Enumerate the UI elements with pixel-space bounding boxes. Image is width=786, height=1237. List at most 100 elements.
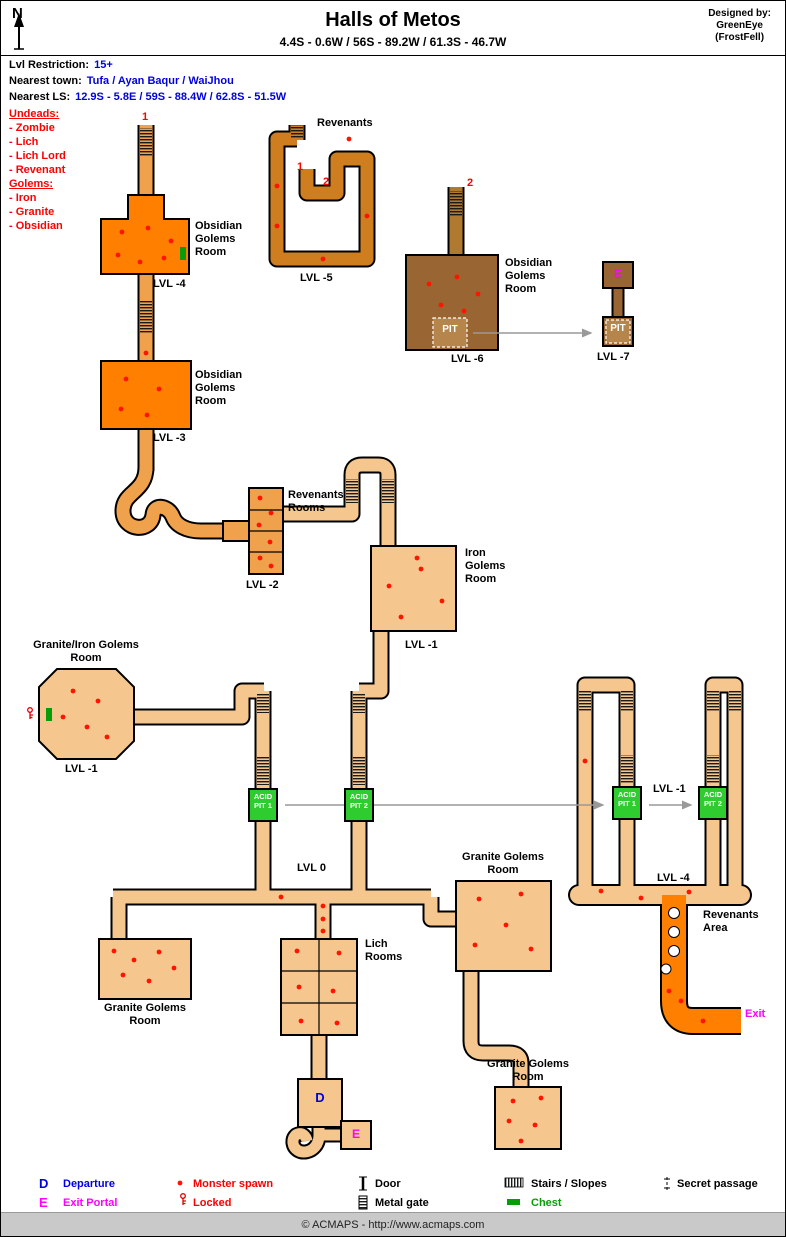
lvl-restriction-value: 15+ xyxy=(94,59,113,71)
label-lvl-1-right: LVL -1 xyxy=(653,783,686,795)
pit-lvl7-box xyxy=(605,319,631,344)
chest-icon xyxy=(180,247,186,260)
label-acid-pit-1-mid: ACID PIT 1 xyxy=(253,792,273,810)
label-revenants-rooms: Revenants Rooms xyxy=(288,489,344,514)
legend-stairs-label: Stairs / Slopes xyxy=(531,1178,607,1190)
acid-pit-2-right-box xyxy=(698,786,728,820)
legend-secret-passage-label: Secret passage xyxy=(677,1178,758,1190)
label-lvl-2: LVL -2 xyxy=(246,579,279,591)
legend-metal-gate-label: Metal gate xyxy=(375,1197,429,1209)
room-granite-iron-golems xyxy=(38,668,135,760)
pit-boxes xyxy=(432,317,631,348)
chest-icons xyxy=(46,247,186,721)
room-iron-golems xyxy=(370,545,457,632)
label-lvl-1-left: LVL -1 xyxy=(65,763,98,775)
door-icon-caps xyxy=(359,1176,367,1191)
label-lvl-3: LVL -3 xyxy=(153,432,186,444)
label-exit: Exit xyxy=(745,1008,766,1020)
label-lich-rooms: Lich Rooms xyxy=(365,938,403,963)
monster-list-item: - Granite xyxy=(9,206,55,218)
designed-by-label: Designed by: xyxy=(708,8,771,19)
label-revenants-lvl5: Revenants xyxy=(317,117,373,129)
legend-chest-label: Chest xyxy=(531,1197,562,1209)
copyright-footer: © ACMAPS - http://www.acmaps.com xyxy=(1,1212,785,1236)
label-obsidian-golems-lvl3: Obsidian Golems Room xyxy=(195,369,243,407)
label-pit-lvl6: PIT xyxy=(442,324,458,335)
connection-marker-1: 1 xyxy=(142,111,149,123)
stairs-marks xyxy=(140,125,741,785)
pit-holes xyxy=(660,907,680,975)
label-revenants-area: Revenants Area xyxy=(703,909,759,934)
monster-list-item: - Obsidian xyxy=(9,220,63,232)
room-inner-walls xyxy=(249,509,357,1035)
label-acid-pit-2-mid: ACID PIT 2 xyxy=(349,792,369,810)
nearest-town-value: Tufa / Ayan Baqur / WaiJhou xyxy=(86,75,234,87)
designer-credit: Designed by: GreenEye (FrostFell) xyxy=(708,8,771,44)
label-lvl-7: LVL -7 xyxy=(597,351,630,363)
room-departure xyxy=(297,1078,343,1128)
lvl-restriction-label: Lvl Restriction: xyxy=(9,59,90,71)
chest-icon xyxy=(507,1199,520,1205)
golems-title: Golems: xyxy=(9,178,54,190)
monster-list-item: - Lich Lord xyxy=(9,150,66,162)
nearest-town-label: Nearest town: xyxy=(9,75,82,87)
legend-door-label: Door xyxy=(375,1178,401,1190)
label-lvl-4: LVL -4 xyxy=(153,278,186,290)
designer-server: (FrostFell) xyxy=(715,32,765,43)
monster-list-item: - Zombie xyxy=(9,122,55,134)
legend-e-symbol: E xyxy=(39,1195,48,1210)
monster-spawn-icon xyxy=(177,1180,183,1186)
monster-list-item: - Revenant xyxy=(9,164,66,176)
nearest-ls-label: Nearest LS: xyxy=(9,91,71,103)
label-obsidian-golems-lvl6: Obsidian Golems Room xyxy=(505,257,553,295)
connection-marker-2-spiral: 2 xyxy=(323,176,330,188)
room-granite-golems-southeast xyxy=(494,1086,562,1150)
label-granite-golems-southeast: Granite Golems Room xyxy=(487,1058,569,1083)
legend-locked-label: Locked xyxy=(193,1197,232,1209)
monster-list-item: - Iron xyxy=(9,192,37,204)
label-granite-iron-golems-room: Granite/Iron Golems Room xyxy=(33,639,139,664)
departure-marker: D xyxy=(315,1090,325,1105)
legend-d-symbol: D xyxy=(39,1176,49,1191)
page-title: Halls of Metos xyxy=(325,9,461,31)
acid-pit-boxes xyxy=(248,786,728,822)
pit-lvl6-box xyxy=(432,317,468,348)
header-divider xyxy=(1,55,785,56)
teleport-arrows xyxy=(285,328,693,810)
nearest-ls-line: Nearest LS:12.9S - 5.8E / 59S - 88.4W / … xyxy=(9,91,286,103)
nearest-town-line: Nearest town: Tufa / Ayan Baqur / WaiJhou xyxy=(9,75,234,87)
room-exit-portal-main xyxy=(340,1120,372,1150)
label-lvl-6: LVL -6 xyxy=(451,353,484,365)
room-obsidian-golems-lvl4 xyxy=(100,194,190,275)
label-granite-golems-middle: Granite Golems Room xyxy=(462,851,544,876)
north-arrow-icon xyxy=(14,13,24,50)
locked-icon xyxy=(180,1193,187,1206)
metal-gate-icon xyxy=(358,1195,368,1210)
north-label: N xyxy=(12,5,23,22)
label-lvl-5: LVL -5 xyxy=(300,272,333,284)
locked-icon xyxy=(27,707,34,720)
acid-pit-2-mid-box xyxy=(344,788,374,822)
label-lvl-1-iron: LVL -1 xyxy=(405,639,438,651)
room-obsidian-golems-lvl3 xyxy=(100,360,192,430)
secret-passage-icon-caps xyxy=(664,1178,670,1189)
label-granite-golems-southwest: Granite Golems Room xyxy=(104,1002,186,1027)
room-granite-golems-middle xyxy=(455,880,552,972)
exit-portal-marker: E xyxy=(351,1127,360,1141)
stairs-icon xyxy=(504,1177,524,1188)
undeads-title: Undeads: xyxy=(9,108,60,120)
label-exit-portal-lvl7: E xyxy=(613,267,622,281)
room-granite-golems-southwest xyxy=(98,938,192,1000)
acid-pit-1-mid-box xyxy=(248,788,278,822)
label-pit-lvl7: PIT xyxy=(610,323,626,334)
legend-monster-spawn-label: Monster spawn xyxy=(193,1178,274,1190)
label-lvl-0: LVL 0 xyxy=(297,862,326,874)
revenants-rooms-west-wing xyxy=(222,520,250,542)
monster-list-item: - Lich xyxy=(9,136,39,148)
legend-icons xyxy=(177,1176,670,1210)
room-exit-portal-lvl7 xyxy=(602,261,634,289)
label-acid-pit-2-right: ACID PIT 2 xyxy=(703,790,723,808)
connection-marker-1-spiral: 1 xyxy=(297,161,304,173)
